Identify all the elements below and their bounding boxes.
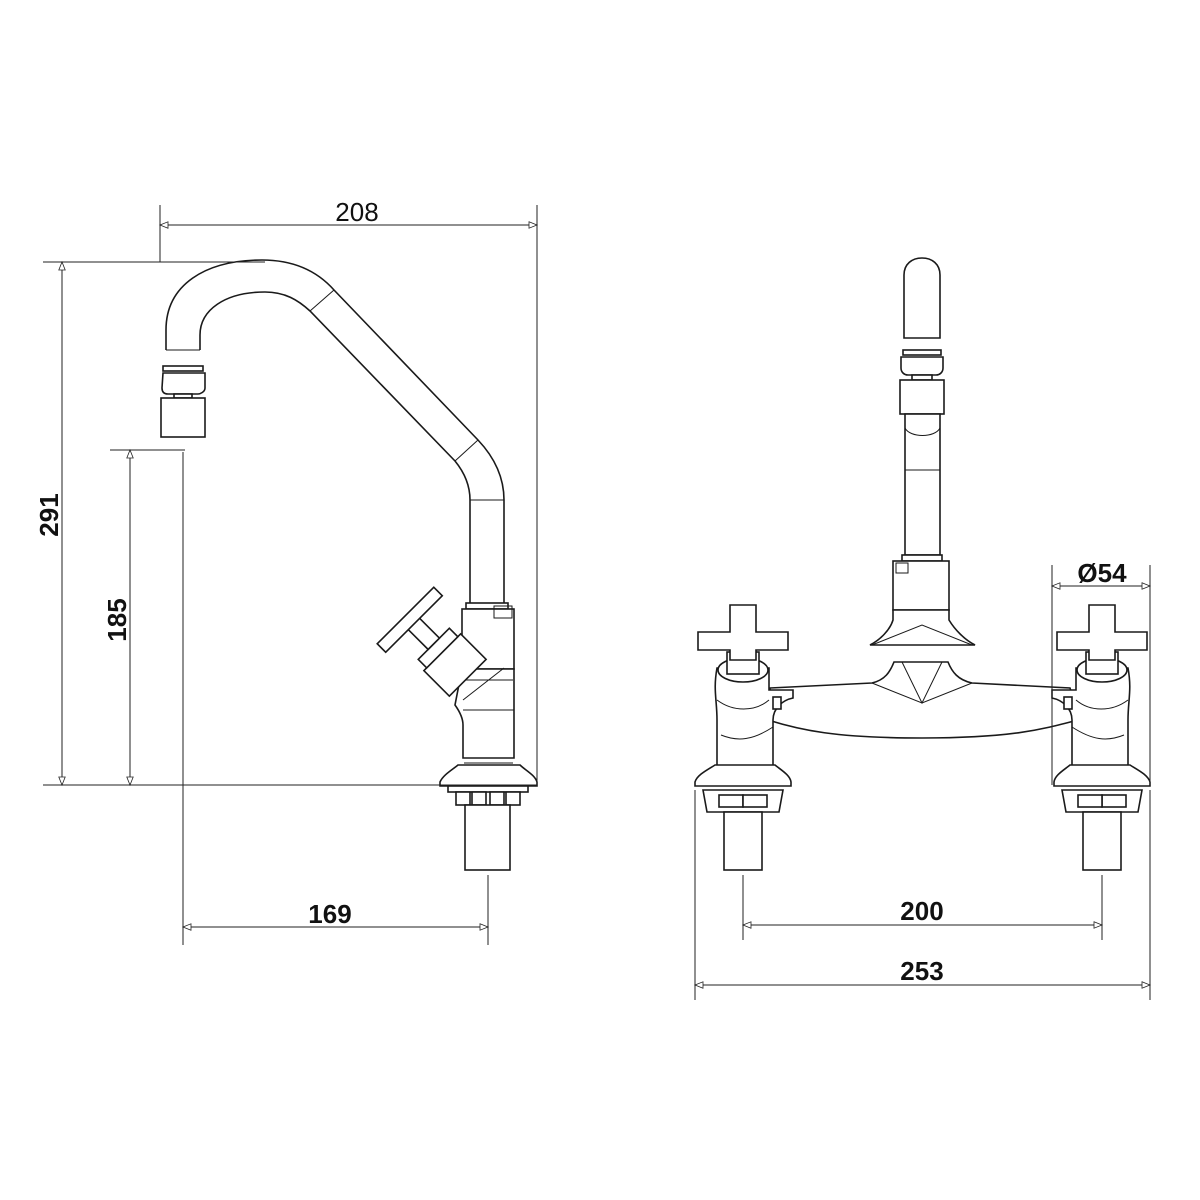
dim-label: 200	[900, 896, 943, 926]
dim-label: 169	[308, 899, 351, 929]
cross-handle	[697, 604, 789, 661]
dim-label: 185	[102, 598, 132, 641]
dim-291: 291	[34, 260, 537, 787]
dim-200: 200	[741, 875, 1104, 940]
dim-253: 253	[693, 790, 1152, 1000]
cross-handle	[376, 586, 444, 654]
dim-label: 208	[335, 197, 378, 227]
dim-label: 253	[900, 956, 943, 986]
dim-label: 291	[34, 493, 64, 536]
right-valve	[1051, 604, 1151, 871]
side-view: 208 291 185 169	[34, 197, 539, 945]
dim-diameter-54: Ø54	[1050, 558, 1152, 785]
dim-185: 185	[102, 448, 185, 787]
front-view: Ø54 200 253	[693, 257, 1152, 1000]
dim-169: 169	[181, 452, 490, 945]
left-valve	[694, 604, 794, 871]
dim-label: Ø54	[1077, 558, 1127, 588]
side-faucet-drawing	[160, 259, 538, 871]
dim-208: 208	[158, 197, 539, 785]
aerator	[160, 397, 206, 438]
cross-handle	[1056, 604, 1148, 661]
front-faucet-drawing	[766, 257, 1080, 739]
